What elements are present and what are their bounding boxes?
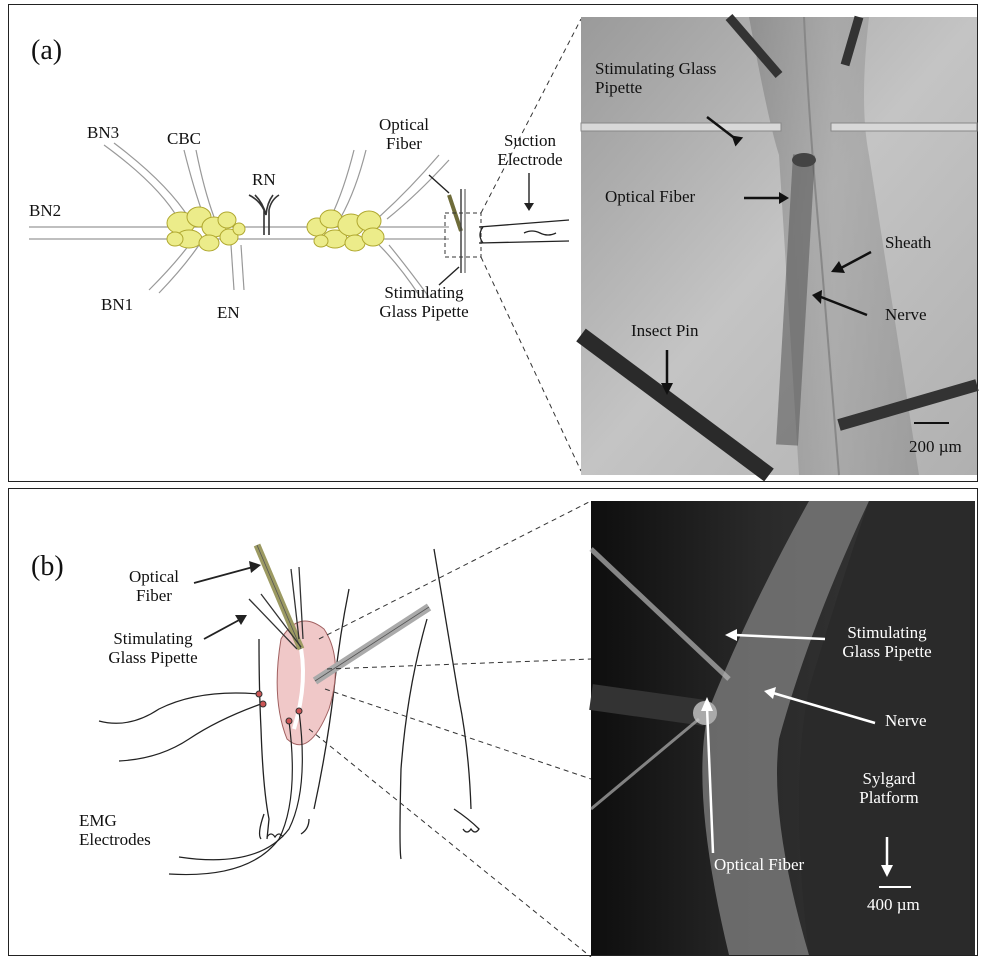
photo-a-label-optical-fiber: Optical Fiber — [605, 187, 695, 206]
dissection-window — [277, 621, 335, 745]
panel-b-letter: (b) — [31, 551, 64, 583]
photo-a-label-stimulating-pipette: Stimulating Glass Pipette — [595, 59, 716, 97]
label-a-optical-fiber: Optical Fiber — [379, 115, 429, 153]
photo-b-label-stimulating-pipette: Stimulating Glass Pipette — [842, 623, 931, 661]
photo-a-scale-bar-label: 200 µm — [909, 437, 962, 456]
panel-b-graphics — [9, 489, 979, 957]
photo-b-scale-bar-label: 400 µm — [867, 895, 920, 914]
nerve-cord-schematic — [29, 143, 449, 297]
photo-b-label-nerve: Nerve — [885, 711, 927, 730]
label-rn: RN — [252, 170, 276, 189]
label-suction-electrode: Suction Electrode — [497, 131, 562, 169]
photo-b-label-optical-fiber: Optical Fiber — [714, 855, 804, 874]
label-bn1: BN1 — [101, 295, 133, 314]
suction-electrode — [479, 220, 569, 243]
label-emg-electrodes: EMG Electrodes — [79, 811, 151, 849]
label-en: EN — [217, 303, 240, 322]
panel-a-graphics — [9, 5, 979, 483]
photo-a-label-insect-pin: Insect Pin — [631, 321, 699, 340]
label-bn2: BN2 — [29, 201, 61, 220]
photo-a-label-sheath: Sheath — [885, 233, 931, 252]
photo-b-label-sylgard: Sylgard Platform — [859, 769, 919, 807]
label-bn3: BN3 — [87, 123, 119, 142]
panel-b: (b) Optical Fiber Stimulating Glass Pipe… — [8, 488, 978, 956]
panel-a: (a) BN3 CBC RN BN2 BN1 EN Optical Fiber … — [8, 4, 978, 482]
left-ganglion — [167, 207, 245, 251]
label-b-stimulating-pipette: Stimulating Glass Pipette — [108, 629, 197, 667]
label-b-optical-fiber: Optical Fiber — [129, 567, 179, 605]
label-cbc: CBC — [167, 129, 201, 148]
right-ganglion — [307, 210, 384, 251]
label-a-stimulating-pipette: Stimulating Glass Pipette — [379, 283, 468, 321]
zoom-box — [445, 213, 481, 257]
panel-a-letter: (a) — [31, 35, 62, 67]
photo-a-label-nerve: Nerve — [885, 305, 927, 324]
rn-nerve-shape — [249, 195, 279, 235]
